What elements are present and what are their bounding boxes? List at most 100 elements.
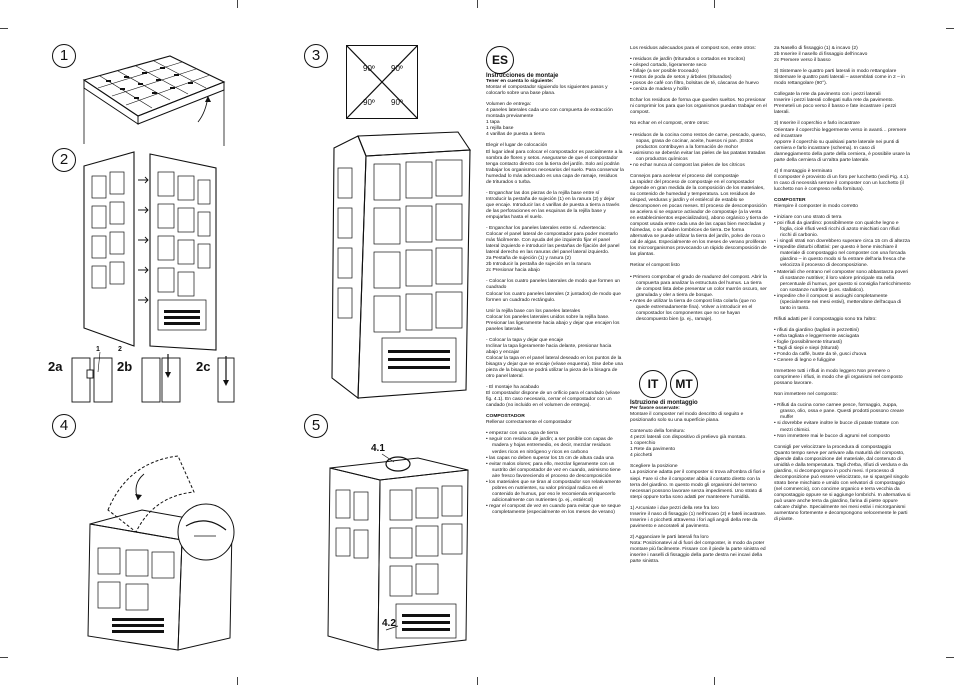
step-number-4: 4 bbox=[52, 414, 76, 438]
subheading: Consigli per velocizzare la procedura di… bbox=[774, 444, 892, 450]
list-item: 4 varillas de puesta a tierra bbox=[486, 132, 545, 138]
fold-mark bbox=[237, 0, 238, 8]
list-item: ceniza de madera y hollín bbox=[630, 87, 768, 93]
subheading: 1) Arcuniate i due pezzi della rete fra … bbox=[630, 505, 719, 511]
list-item: los materiales que se tiran al compostad… bbox=[486, 480, 624, 504]
list-item: Non immettere mai le bucce di agrumi nel… bbox=[774, 434, 912, 440]
list: residuos de jardín (triturados o cortado… bbox=[630, 57, 768, 93]
list-item: Tagli di siepi e siepi (triturati) bbox=[774, 346, 912, 352]
list-item: foglie (possibilmente triturasti) bbox=[774, 340, 912, 346]
subheading: No echar en el compost, entre otros: bbox=[630, 121, 710, 127]
text-column-it-2: 2a Nasello di fissaggio (1) & incavo (2)… bbox=[774, 46, 912, 528]
paragraph: Sistemare le quattro parti laterali – as… bbox=[774, 75, 906, 87]
list: Primero comprobar el grado de madurez de… bbox=[630, 275, 768, 323]
list-item: 1 rejilla base bbox=[486, 126, 514, 132]
paragraph: Quanto tempo serve per arrivare alla mat… bbox=[774, 450, 911, 523]
sub-label-2a: 2a bbox=[48, 359, 63, 374]
crop-mark bbox=[946, 28, 954, 29]
sub-label-2b: 2b bbox=[117, 359, 133, 374]
subheading: Scegliere la posizione bbox=[630, 464, 678, 470]
list-item: 2b Inserire il nasello di fissaggio dell… bbox=[774, 52, 868, 58]
list-item: Antes de utilizar la tierra de compost l… bbox=[630, 299, 768, 323]
subheading: COMPOSTER bbox=[774, 197, 806, 203]
tab-detail-2a bbox=[71, 352, 113, 403]
list-item: 2a Nasello di fissaggio (1) & incavo (2) bbox=[774, 46, 858, 51]
text-column-it-1: Istruzione di montaggio Per favore osser… bbox=[630, 400, 768, 570]
slot-label-2: 2 bbox=[118, 346, 122, 353]
list: empezar con una capa de tierra seguir co… bbox=[486, 431, 624, 516]
list-item: seguir con residuos de jardín; a ser pos… bbox=[486, 437, 624, 455]
list-item: 2c Premere verso il basso bbox=[774, 58, 831, 64]
paragraph: El compostador dispone de un orificio pa… bbox=[486, 391, 621, 409]
subheading: 2) Agganciare le parti laterali fra loro bbox=[630, 534, 709, 540]
heading: Istruzione di montaggio bbox=[630, 400, 698, 406]
list-item: restos de poda de setos y árboles (tritu… bbox=[630, 75, 768, 81]
list-item: asimismo se deberán evitar las pieles de… bbox=[630, 151, 768, 163]
list-item: Materiali che entrano nel composter sono… bbox=[774, 270, 912, 294]
subheading: Collegate la rete da pavimento con i pez… bbox=[774, 92, 881, 98]
list: residuos de la cocina como restos de car… bbox=[630, 133, 768, 169]
paragraph: Colocar el panel lateral de compostador … bbox=[486, 232, 620, 256]
list-item: Rifiuti da cucina come carnee pesce, for… bbox=[774, 403, 912, 421]
angle-label: 90º bbox=[391, 64, 403, 73]
crop-mark bbox=[0, 28, 8, 29]
paragraph: Colocar la tapa en el panel lateral dese… bbox=[486, 355, 624, 380]
heading: Per favore osservate: bbox=[630, 406, 680, 412]
language-badge-mt: MT bbox=[670, 370, 698, 398]
text-column-es-2: Los residuos adecuados para el compost s… bbox=[630, 46, 768, 328]
callout-label-4-1: 4.1 bbox=[371, 443, 385, 454]
list-item: residuos de la cocina como restos de car… bbox=[630, 133, 768, 151]
list-item: residuos de jardín (triturados o cortado… bbox=[630, 57, 768, 63]
assembled-box-illustration bbox=[331, 131, 471, 400]
step-number-5: 5 bbox=[304, 414, 328, 438]
fold-mark bbox=[477, 677, 478, 685]
fold-mark bbox=[714, 677, 715, 685]
paragraph: Montar el compostador siguiendo los sigu… bbox=[486, 85, 608, 97]
list-item: posos de café con filtro, bolsitas de té… bbox=[630, 81, 768, 87]
subheading: Contenuto della fornitura: bbox=[630, 429, 685, 435]
list-item: césped cortado, ligeramente seco bbox=[630, 63, 768, 69]
tab-detail-2b bbox=[141, 354, 181, 403]
subheading: - Colocar los cuatro paneles laterales d… bbox=[486, 279, 621, 291]
list: Rifiuti da cucina come carnee pesce, for… bbox=[774, 403, 912, 439]
list-item: Fondo da caffè, buste da tè, gusci d'uov… bbox=[774, 352, 912, 358]
list-item: iniziare con uno strato di terra bbox=[774, 215, 912, 221]
paragraph: Montare il composter nel modo descritto … bbox=[630, 412, 744, 424]
finished-composter-illustration bbox=[327, 453, 469, 651]
list-item: 1 coperchio bbox=[630, 441, 656, 447]
heading: Tener en cuenta lo siguiente: bbox=[486, 79, 554, 85]
subheading: 3) Inserire il coperchio e farlo incastr… bbox=[774, 121, 860, 127]
paragraph: Nota: Posizionatevi al di fuori del comp… bbox=[630, 540, 766, 565]
language-badge-es: ES bbox=[486, 46, 514, 74]
paragraph: Immettere tutti i rifiuti in modo legger… bbox=[774, 369, 903, 387]
list-item: las capas no deben superar los 15 cm de … bbox=[486, 456, 624, 462]
list-item: regar el compost de vez en cuando para e… bbox=[486, 504, 624, 516]
list: rifiuti da giardino (tagliati in pezzett… bbox=[774, 328, 912, 364]
tab-label-1: 1 bbox=[96, 346, 100, 353]
angle-label: 90º bbox=[391, 98, 403, 107]
list-item: Primero comprobar el grado de madurez de… bbox=[630, 275, 768, 299]
list-item: 2a Pestaña de sujeción (1) y ranura (2) bbox=[486, 256, 571, 262]
list-item: 4 paneles laterales cada uno con compuer… bbox=[486, 108, 613, 120]
tab-detail-2c bbox=[217, 356, 235, 403]
list-item: 1 Rete da pavimento bbox=[630, 447, 676, 453]
fold-mark bbox=[714, 0, 715, 8]
subheading: Rifiuti adatti per il compostaggio sono … bbox=[774, 316, 877, 322]
step-number-1: 1 bbox=[52, 44, 76, 68]
base-grid-illustration bbox=[82, 55, 226, 146]
paragraph: Inserire i pezzi laterali collegati sull… bbox=[774, 98, 897, 116]
step-number-2: 2 bbox=[52, 148, 76, 172]
paragraph: Riempire il composter in modo corretto bbox=[774, 204, 858, 210]
paragraph: La rapidez del proceso de compostaje en … bbox=[630, 179, 768, 258]
list-item: si dovrebbe evitare inoltre le bucce di … bbox=[774, 421, 912, 433]
subheading: 4) Il montaggio è terminato bbox=[774, 168, 833, 174]
list-item: empezar con una capa de tierra bbox=[486, 431, 624, 437]
subheading: - Enganchar los paneles laterales entre … bbox=[486, 226, 606, 232]
subheading: Elegir el lugar de colocación bbox=[486, 143, 548, 149]
crop-mark bbox=[0, 657, 8, 658]
angle-label: 90º bbox=[363, 98, 375, 107]
list-item: i singoli strati non dovrebbero superare… bbox=[774, 239, 912, 245]
subheading: 3) Sistemare le quattro parti laterali i… bbox=[774, 69, 897, 75]
crop-mark bbox=[946, 657, 954, 658]
fold-mark bbox=[477, 0, 478, 8]
